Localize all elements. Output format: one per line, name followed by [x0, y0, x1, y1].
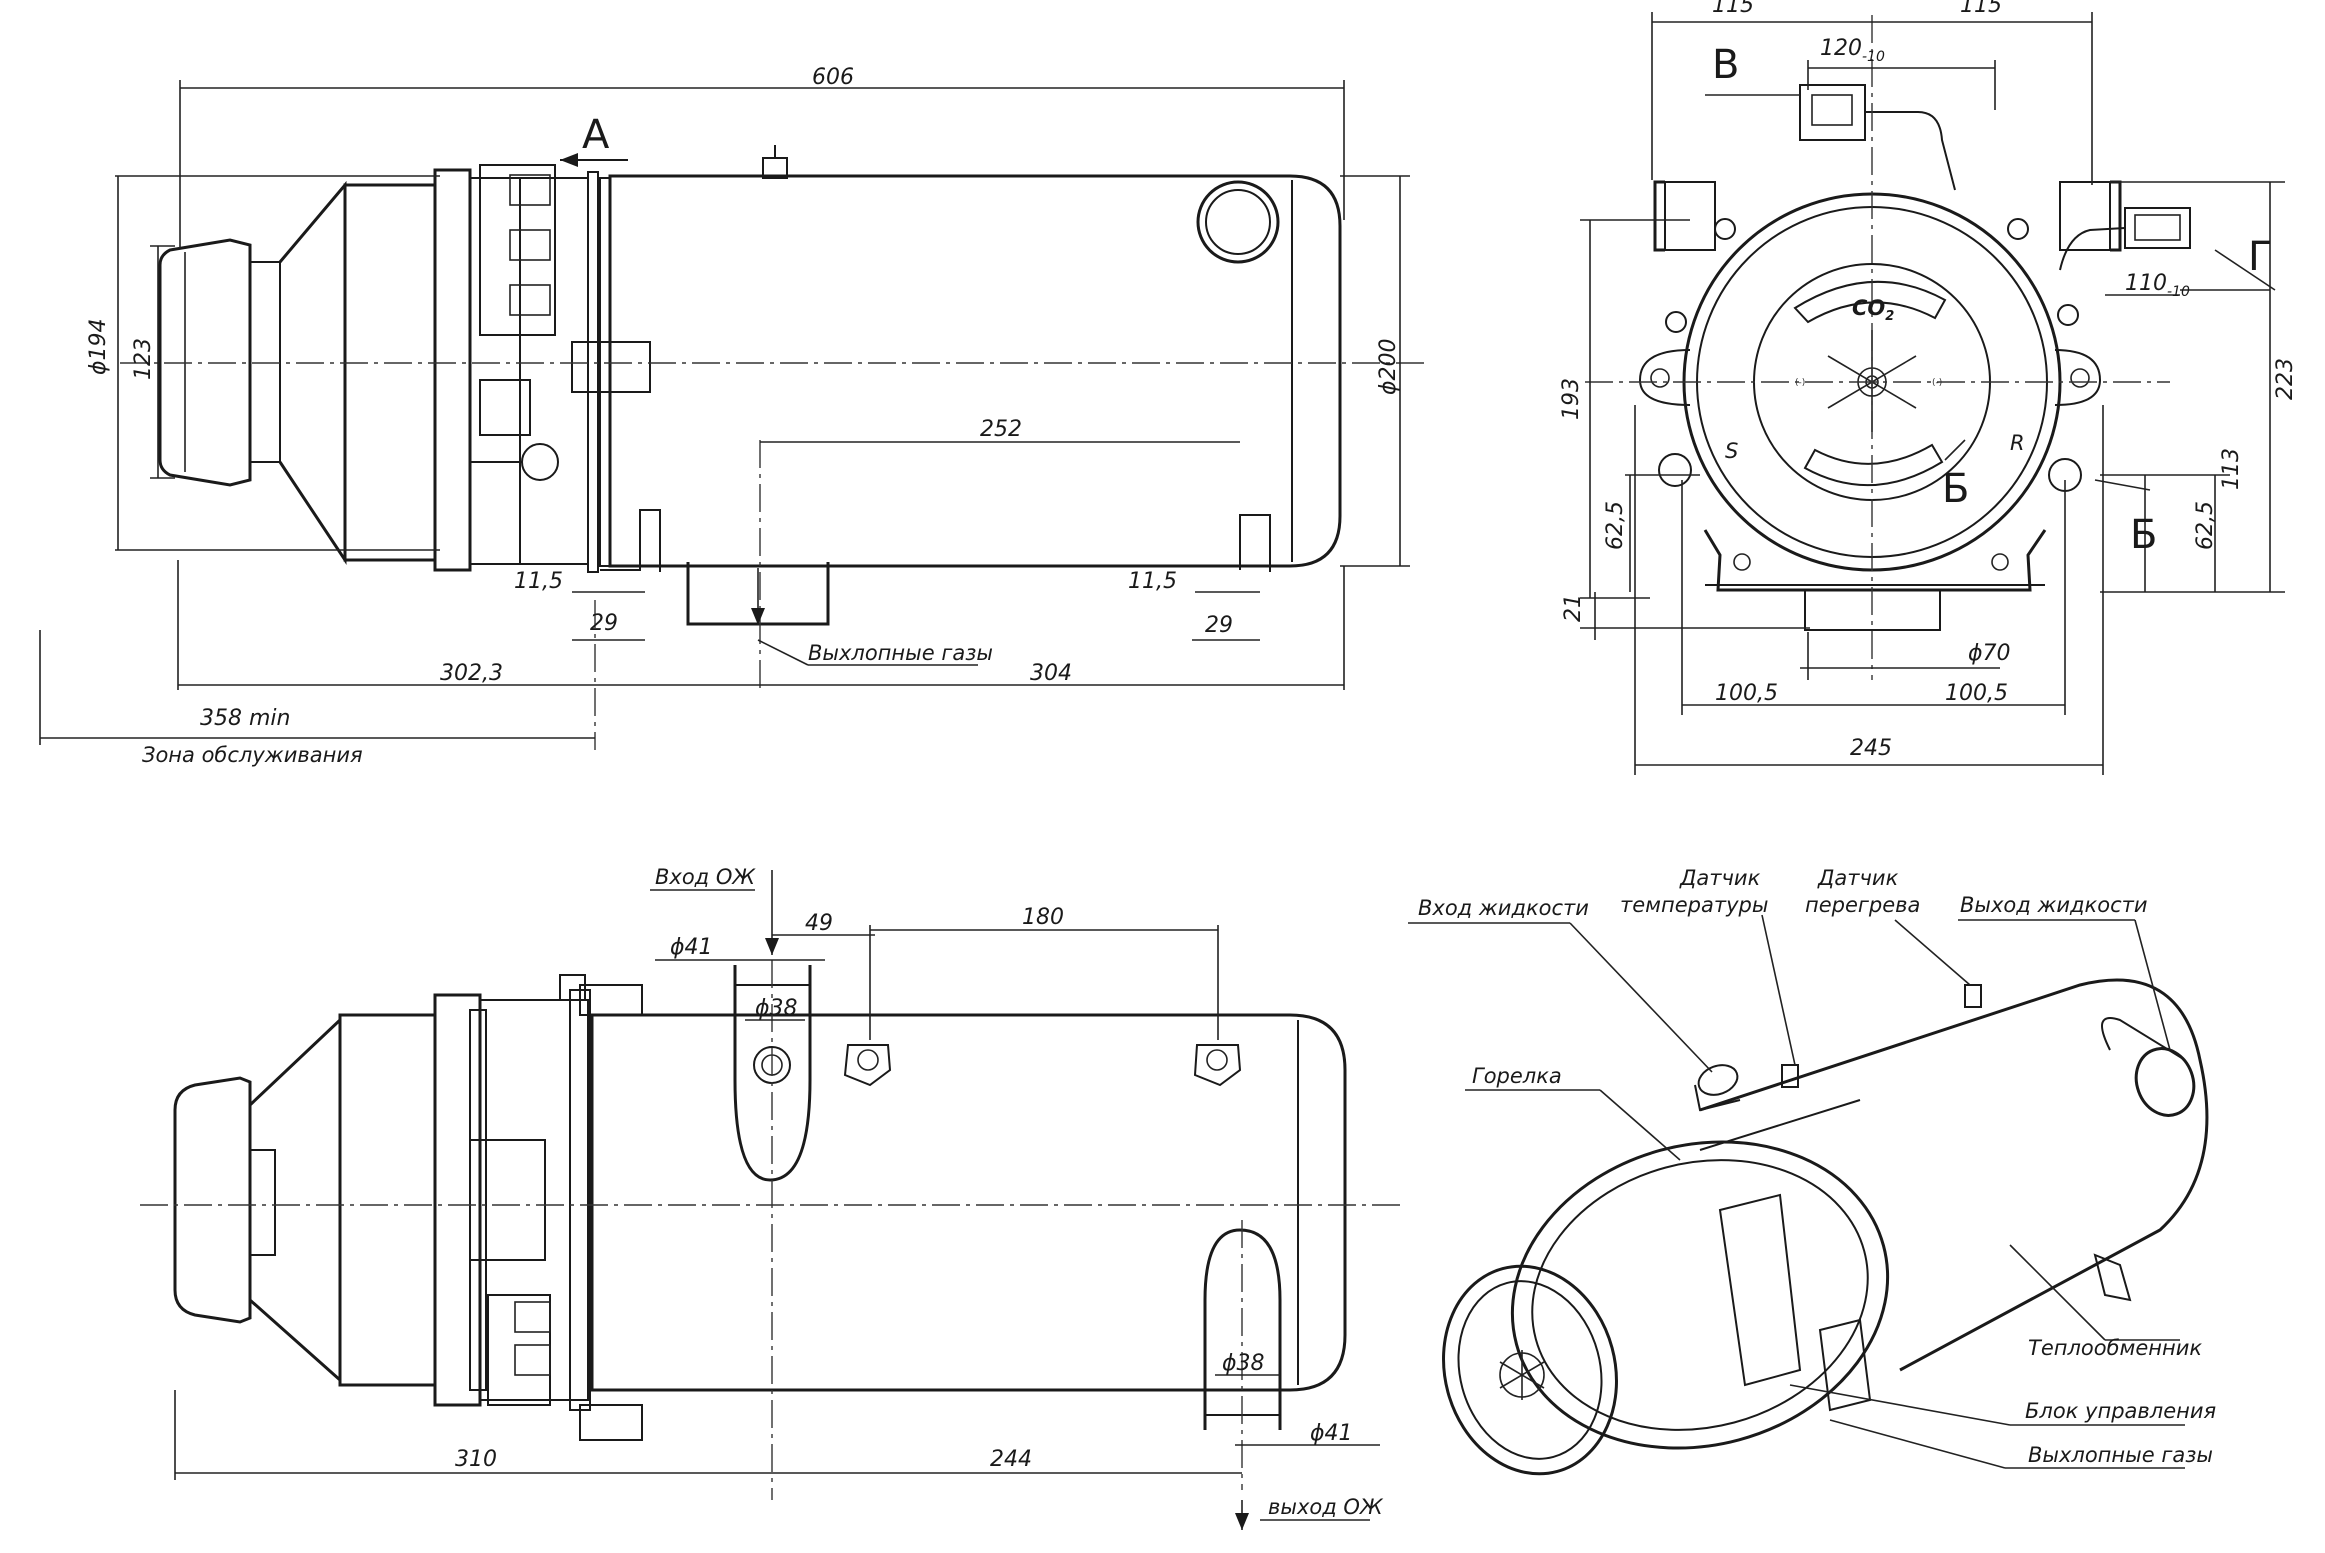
dim-358-min: 358 min: [200, 706, 290, 731]
dim-29-left: 29: [590, 611, 618, 636]
label-liquid-in: Вход жидкости: [1418, 896, 1589, 920]
dim-304: 304: [1030, 661, 1072, 686]
dim-606: 606: [812, 65, 854, 90]
label-coolant-out: выход ОЖ: [1268, 1495, 1384, 1519]
label-coolant-in: Вход ОЖ: [655, 865, 756, 889]
dim-dia-200: ϕ200: [1376, 338, 1401, 395]
dim-113: 113: [2219, 448, 2244, 490]
dim-dia-194: ϕ194: [86, 318, 111, 375]
label-mark-s: S: [1725, 439, 1738, 463]
label-exhaust-iso: Выхлопные газы: [2028, 1443, 2213, 1467]
dim-11-5-left: 11,5: [514, 569, 563, 594]
label-section-b-left: Б: [1942, 466, 1969, 512]
label-view-b: В: [1712, 42, 1739, 88]
isometric-view: Вход жидкости Датчик температуры Датчик …: [1408, 866, 2216, 1476]
end-view: 115 115 120-10 110-10 193 223 113 62,5 6…: [1559, 0, 2298, 775]
dim-120: 120-10: [1820, 36, 1885, 65]
label-overheat-sensor-1: Датчик: [1817, 866, 1899, 890]
label-exhaust-top: Выхлопные газы: [808, 641, 993, 665]
label-temp-sensor-1: Датчик: [1679, 866, 1761, 890]
label-service-zone: Зона обслуживания: [142, 743, 363, 767]
label-view-a: А: [582, 112, 610, 158]
dim-245: 245: [1850, 736, 1892, 761]
dim-dia-70: ϕ70: [1968, 641, 2011, 666]
label-co2: CO2: [1852, 296, 1894, 324]
dim-223: 223: [2273, 358, 2298, 400]
dim-310: 310: [455, 1447, 497, 1472]
dim-dia-38-bottom: ϕ38: [1222, 1351, 1265, 1376]
dim-100-5-left: 100,5: [1715, 681, 1778, 706]
dim-dia-41-top: ϕ41: [670, 935, 713, 960]
dim-180: 180: [1022, 905, 1064, 930]
label-view-g: Г: [2248, 234, 2272, 280]
dim-29-right: 29: [1205, 613, 1233, 638]
label-section-b-right: Б: [2130, 512, 2157, 558]
dim-21: 21: [1561, 594, 1586, 622]
side-view-bottom: Вход ОЖ ϕ41 49 180 ϕ38 ϕ38 ϕ41 310 244 в…: [140, 865, 1400, 1530]
dims-end-view: [1580, 12, 2285, 775]
label-minus-right: (-): [1932, 378, 1942, 388]
label-mark-r: R: [2010, 431, 2025, 455]
dim-115-right: 115: [1960, 0, 2002, 18]
side-view-top: 606 ϕ194 123 ϕ200 252 11,5 29 11,5 29 30…: [39, 65, 1430, 767]
dim-dia-38-top: ϕ38: [755, 996, 798, 1021]
snowflake-small-icon: [1499, 1350, 1545, 1400]
label-burner: Горелка: [1472, 1064, 1562, 1088]
dim-193: 193: [1559, 378, 1584, 420]
dim-302-3: 302,3: [440, 661, 503, 686]
label-minus-left: (-): [1795, 378, 1805, 388]
dims-side-bottom: [174, 870, 1380, 1530]
dim-123: 123: [131, 338, 156, 380]
dim-100-5-right: 100,5: [1945, 681, 2008, 706]
dim-62-5-right: 62,5: [2193, 501, 2218, 550]
dim-62-5-left: 62,5: [1603, 501, 1628, 550]
dim-244: 244: [990, 1447, 1032, 1472]
dims-side-top: [39, 80, 1410, 745]
label-heat-exchanger: Теплообменник: [2028, 1336, 2202, 1360]
label-liquid-out: Выход жидкости: [1960, 893, 2148, 917]
dim-11-5-right: 11,5: [1128, 569, 1177, 594]
dim-dia-41-bottom: ϕ41: [1310, 1421, 1353, 1446]
dim-110: 110-10: [2125, 271, 2190, 300]
dim-49: 49: [805, 911, 833, 936]
iso-leaders: [1408, 914, 2185, 1469]
dim-252: 252: [980, 417, 1022, 442]
label-control-unit: Блок управления: [2025, 1399, 2216, 1423]
label-temp-sensor-2: температуры: [1620, 893, 1768, 917]
label-overheat-sensor-2: перегрева: [1805, 893, 1920, 917]
dim-115-left: 115: [1712, 0, 1754, 18]
